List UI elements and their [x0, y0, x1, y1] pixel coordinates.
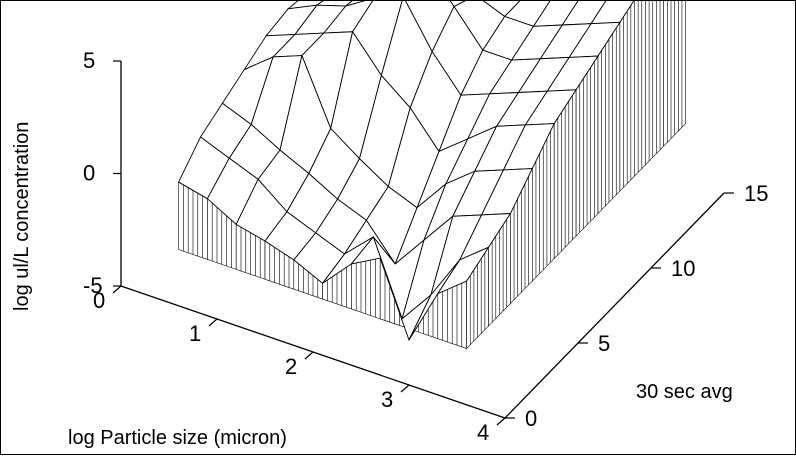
y-tick-label: 0 — [525, 406, 537, 431]
x-tick-mark — [208, 318, 218, 327]
x-tick-mark — [112, 285, 122, 294]
z-tick-label: -5 — [83, 273, 103, 298]
y-tick-label: 5 — [598, 331, 610, 356]
x-tick-label: 0 — [93, 288, 105, 313]
z-axis-label: log ul/L concentration — [11, 122, 33, 311]
x-tick-label: 2 — [285, 354, 297, 379]
x-tick-label: 4 — [477, 420, 489, 445]
y-axis-label: 30 sec avg — [636, 381, 733, 403]
x-tick-label: 1 — [189, 321, 201, 346]
x-tick-mark — [400, 384, 410, 393]
y-tick-label: 10 — [671, 256, 695, 281]
x-tick-mark — [304, 351, 314, 360]
x-tick-mark — [496, 417, 506, 426]
y-axis-line — [504, 192, 725, 419]
surface-mesh — [178, 1, 635, 342]
y-tick-label: 15 — [744, 181, 768, 206]
z-tick-label: 5 — [83, 48, 95, 73]
x-tick-label: 3 — [381, 387, 393, 412]
x-axis-label: log Particle size (micron) — [68, 427, 287, 449]
surface-cell — [436, 246, 490, 295]
axes — [112, 60, 734, 426]
z-tick-label: 0 — [83, 161, 95, 186]
